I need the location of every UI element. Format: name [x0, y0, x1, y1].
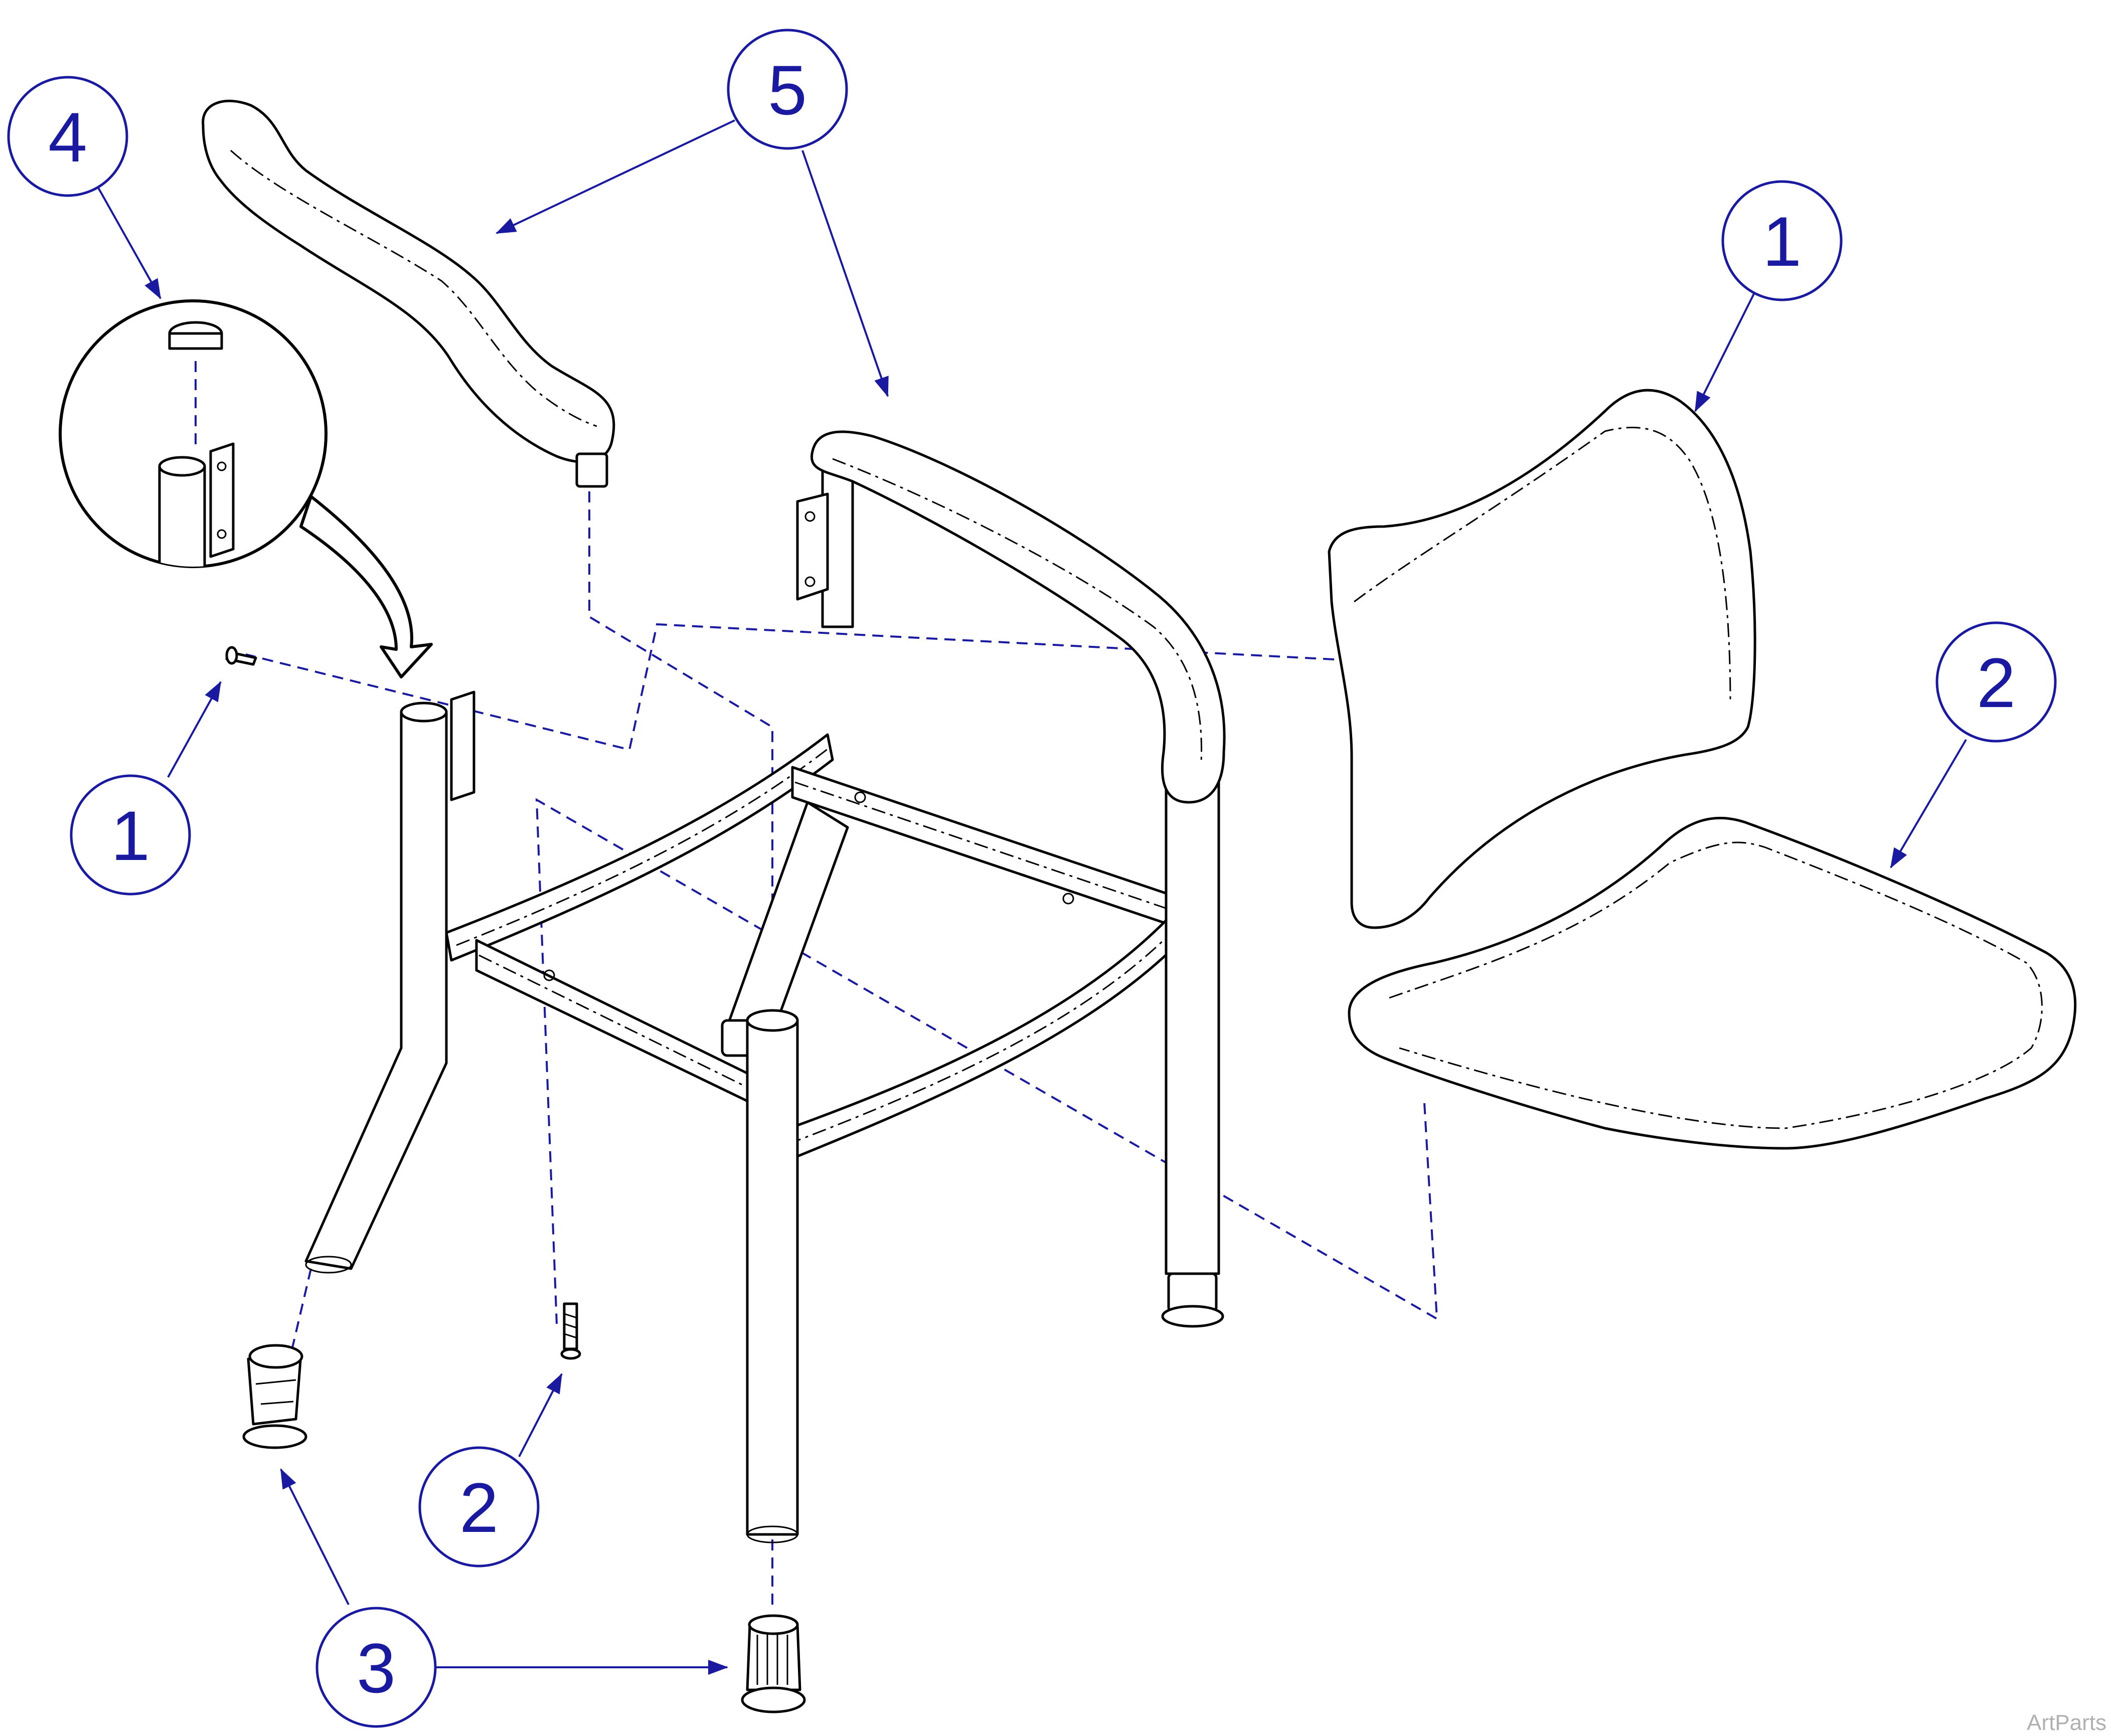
armrest-attached: [810, 430, 1226, 804]
screw-seat: [560, 1302, 581, 1360]
svg-text:3: 3: [357, 1629, 396, 1707]
watermark-text: ArtParts: [2027, 1710, 2106, 1735]
callout-4: 4: [7, 76, 128, 197]
callout-5: 5: [727, 29, 848, 150]
callout-1-screw: 1: [70, 774, 191, 896]
callout-1-back: 1: [1721, 180, 1843, 301]
seat-cushion: [1348, 816, 2077, 1150]
callout-3: 3: [315, 1607, 437, 1728]
svg-text:1: 1: [111, 796, 150, 875]
armrest-peg: [575, 452, 608, 488]
glide-left: [242, 1344, 307, 1449]
callout-2-screw: 2: [418, 1446, 540, 1568]
svg-text:2: 2: [1977, 643, 2016, 722]
detail-view: [59, 299, 433, 678]
callout-2-seat: 2: [1935, 621, 2057, 743]
back-panel: [1328, 389, 1756, 929]
svg-text:1: 1: [1762, 202, 1802, 281]
svg-text:2: 2: [459, 1468, 499, 1547]
back-bracket: [796, 492, 829, 601]
svg-text:5: 5: [768, 51, 807, 129]
front-leg: [746, 1019, 799, 1536]
svg-text:4: 4: [48, 98, 87, 177]
armrest-part: [202, 99, 615, 488]
glide-front: [741, 1614, 806, 1713]
callout-leaders: [92, 119, 1967, 1675]
screw-back: [225, 646, 257, 666]
chair-frame: [304, 430, 1226, 1543]
assembly-guide-lines: [245, 491, 1438, 1610]
left-front-leg: [304, 711, 448, 1270]
